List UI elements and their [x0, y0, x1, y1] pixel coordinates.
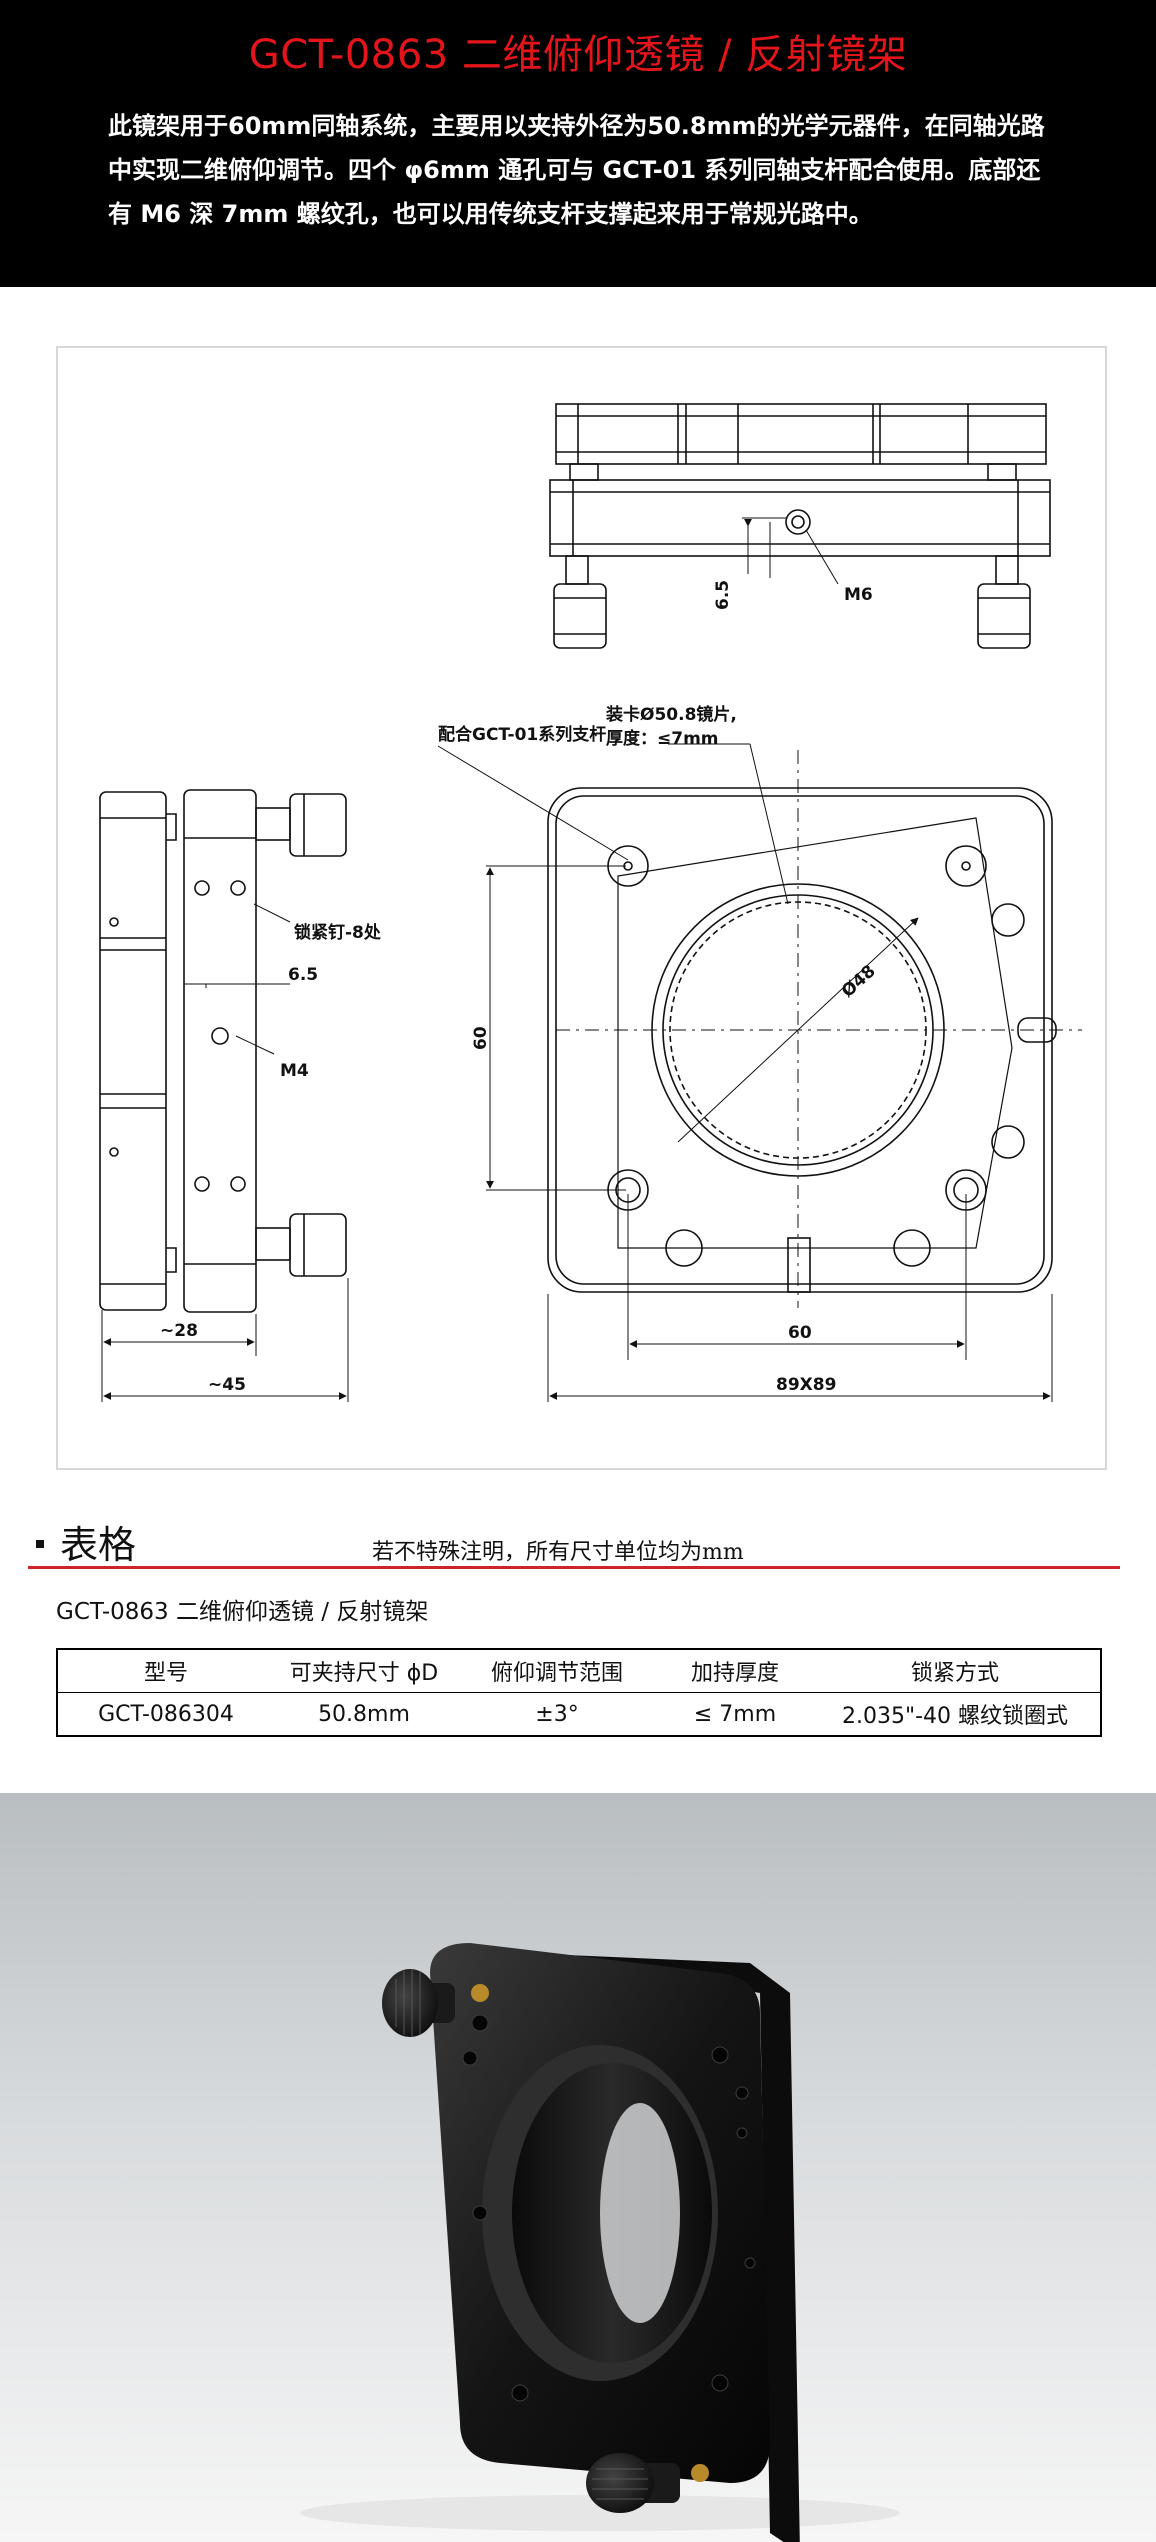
- cell-tilt-range: ±3°: [535, 1701, 579, 1727]
- product-photo: [0, 1793, 1156, 2542]
- cell-clamp-size: 50.8mm: [318, 1701, 410, 1727]
- col-header-lock: 锁紧方式: [910, 1661, 999, 1686]
- side-view: [99, 789, 347, 1313]
- section-note: 若不特殊注明，所有尺寸单位均为mm: [372, 1540, 744, 1565]
- drawing-svg: 6.5 M6 配合GCT-01系列支杆 装卡Ø50.8镜片, 厚度：≤7mm 锁…: [99, 403, 1082, 1402]
- col-header-model: 型号: [143, 1661, 188, 1686]
- label-optic-1: 装卡Ø50.8镜片,: [605, 704, 737, 725]
- top-view: [549, 403, 1051, 649]
- col-header-tilt-range: 俯仰调节范围: [490, 1661, 623, 1686]
- front-view: [547, 787, 1057, 1293]
- label-screws: 锁紧钉-8处: [294, 922, 382, 943]
- knob-bottom: [586, 2453, 680, 2513]
- dim-60-vertical: 60: [471, 1026, 491, 1050]
- dim-45: ~45: [208, 1375, 246, 1395]
- label-m4: M4: [280, 1061, 309, 1081]
- dim-diameter-48: Ø48: [838, 961, 880, 1001]
- dim-89x89: 89X89: [776, 1375, 836, 1395]
- spec-table: 型号 可夹持尺寸 ϕD 俯仰调节范围 加持厚度 锁紧方式 GCT-086304 …: [56, 1648, 1102, 1737]
- bullet-icon: [36, 1539, 44, 1548]
- brass-screw-top: [471, 1984, 489, 2002]
- section-title: 表格: [36, 1514, 136, 1569]
- dim-6-5-top: 6.5: [713, 580, 733, 610]
- header-banner: GCT-0863 二维俯仰透镜 / 反射镜架 此镜架用于60mm同轴系统，主要用…: [0, 0, 1156, 287]
- cell-lock: 2.035"-40 螺纹锁圈式: [841, 1704, 1069, 1729]
- brass-screw-bottom: [691, 2464, 709, 2482]
- label-optic-2: 厚度：≤7mm: [606, 728, 719, 749]
- dim-6-5-side: 6.5: [288, 965, 318, 985]
- label-m6: M6: [844, 585, 873, 605]
- technical-drawing: 6.5 M6 配合GCT-01系列支杆 装卡Ø50.8镜片, 厚度：≤7mm 锁…: [56, 346, 1107, 1470]
- table-row: GCT-086304 50.8mm ±3° ≤ 7mm 2.035"-40 螺纹…: [57, 1693, 1101, 1737]
- page-title: GCT-0863 二维俯仰透镜 / 反射镜架: [248, 32, 908, 78]
- col-header-thickness: 加持厚度: [690, 1661, 779, 1686]
- product-description: 此镜架用于60mm同轴系统，主要用以夹持外径为50.8mm的光学元器件，在同轴光…: [108, 112, 1045, 228]
- label-rod: 配合GCT-01系列支杆: [438, 724, 606, 745]
- dim-28: ~28: [160, 1321, 198, 1341]
- bore-light: [600, 2103, 680, 2323]
- section-divider: [28, 1566, 1120, 1569]
- product-name: GCT-0863 二维俯仰透镜 / 反射镜架: [56, 1599, 429, 1625]
- cell-model: GCT-086304: [98, 1701, 234, 1727]
- dim-60-horizontal: 60: [788, 1323, 812, 1343]
- back-plate: [520, 1953, 800, 2542]
- knob-top: [382, 1969, 455, 2037]
- col-header-clamp-size: 可夹持尺寸 ϕD: [289, 1661, 439, 1686]
- cell-thickness: ≤ 7mm: [693, 1701, 777, 1727]
- shadow: [300, 2495, 900, 2531]
- mirror-mount-illustration: [300, 1943, 900, 2542]
- section-title-text: 表格: [60, 1523, 137, 1567]
- table-header-row: 型号 可夹持尺寸 ϕD 俯仰调节范围 加持厚度 锁紧方式: [57, 1649, 1101, 1693]
